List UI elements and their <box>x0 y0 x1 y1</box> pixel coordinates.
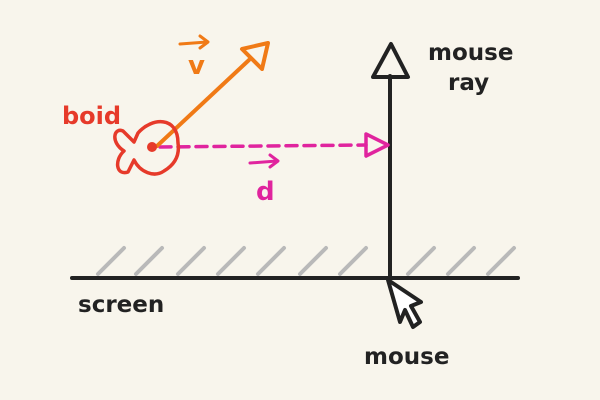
distance-label: d <box>256 177 275 207</box>
distance-label-arrow <box>248 153 280 169</box>
mouse-ray-label-line1: mouse <box>428 40 513 66</box>
mouse-label: mouse <box>364 344 449 370</box>
screen-hatching <box>96 246 516 276</box>
fish-icon <box>113 119 181 176</box>
mouse-pointer-icon <box>386 278 423 329</box>
velocity-label-arrow <box>178 34 210 50</box>
velocity-label: v <box>188 51 205 81</box>
screen-label: screen <box>78 292 164 318</box>
boid-eye <box>147 142 157 152</box>
mouse-ray-label-line2: ray <box>448 70 489 96</box>
distance-vector <box>158 132 390 158</box>
velocity-vector <box>155 41 270 148</box>
boid-label: boid <box>62 102 121 130</box>
mouse-ray-arrow <box>371 42 410 280</box>
